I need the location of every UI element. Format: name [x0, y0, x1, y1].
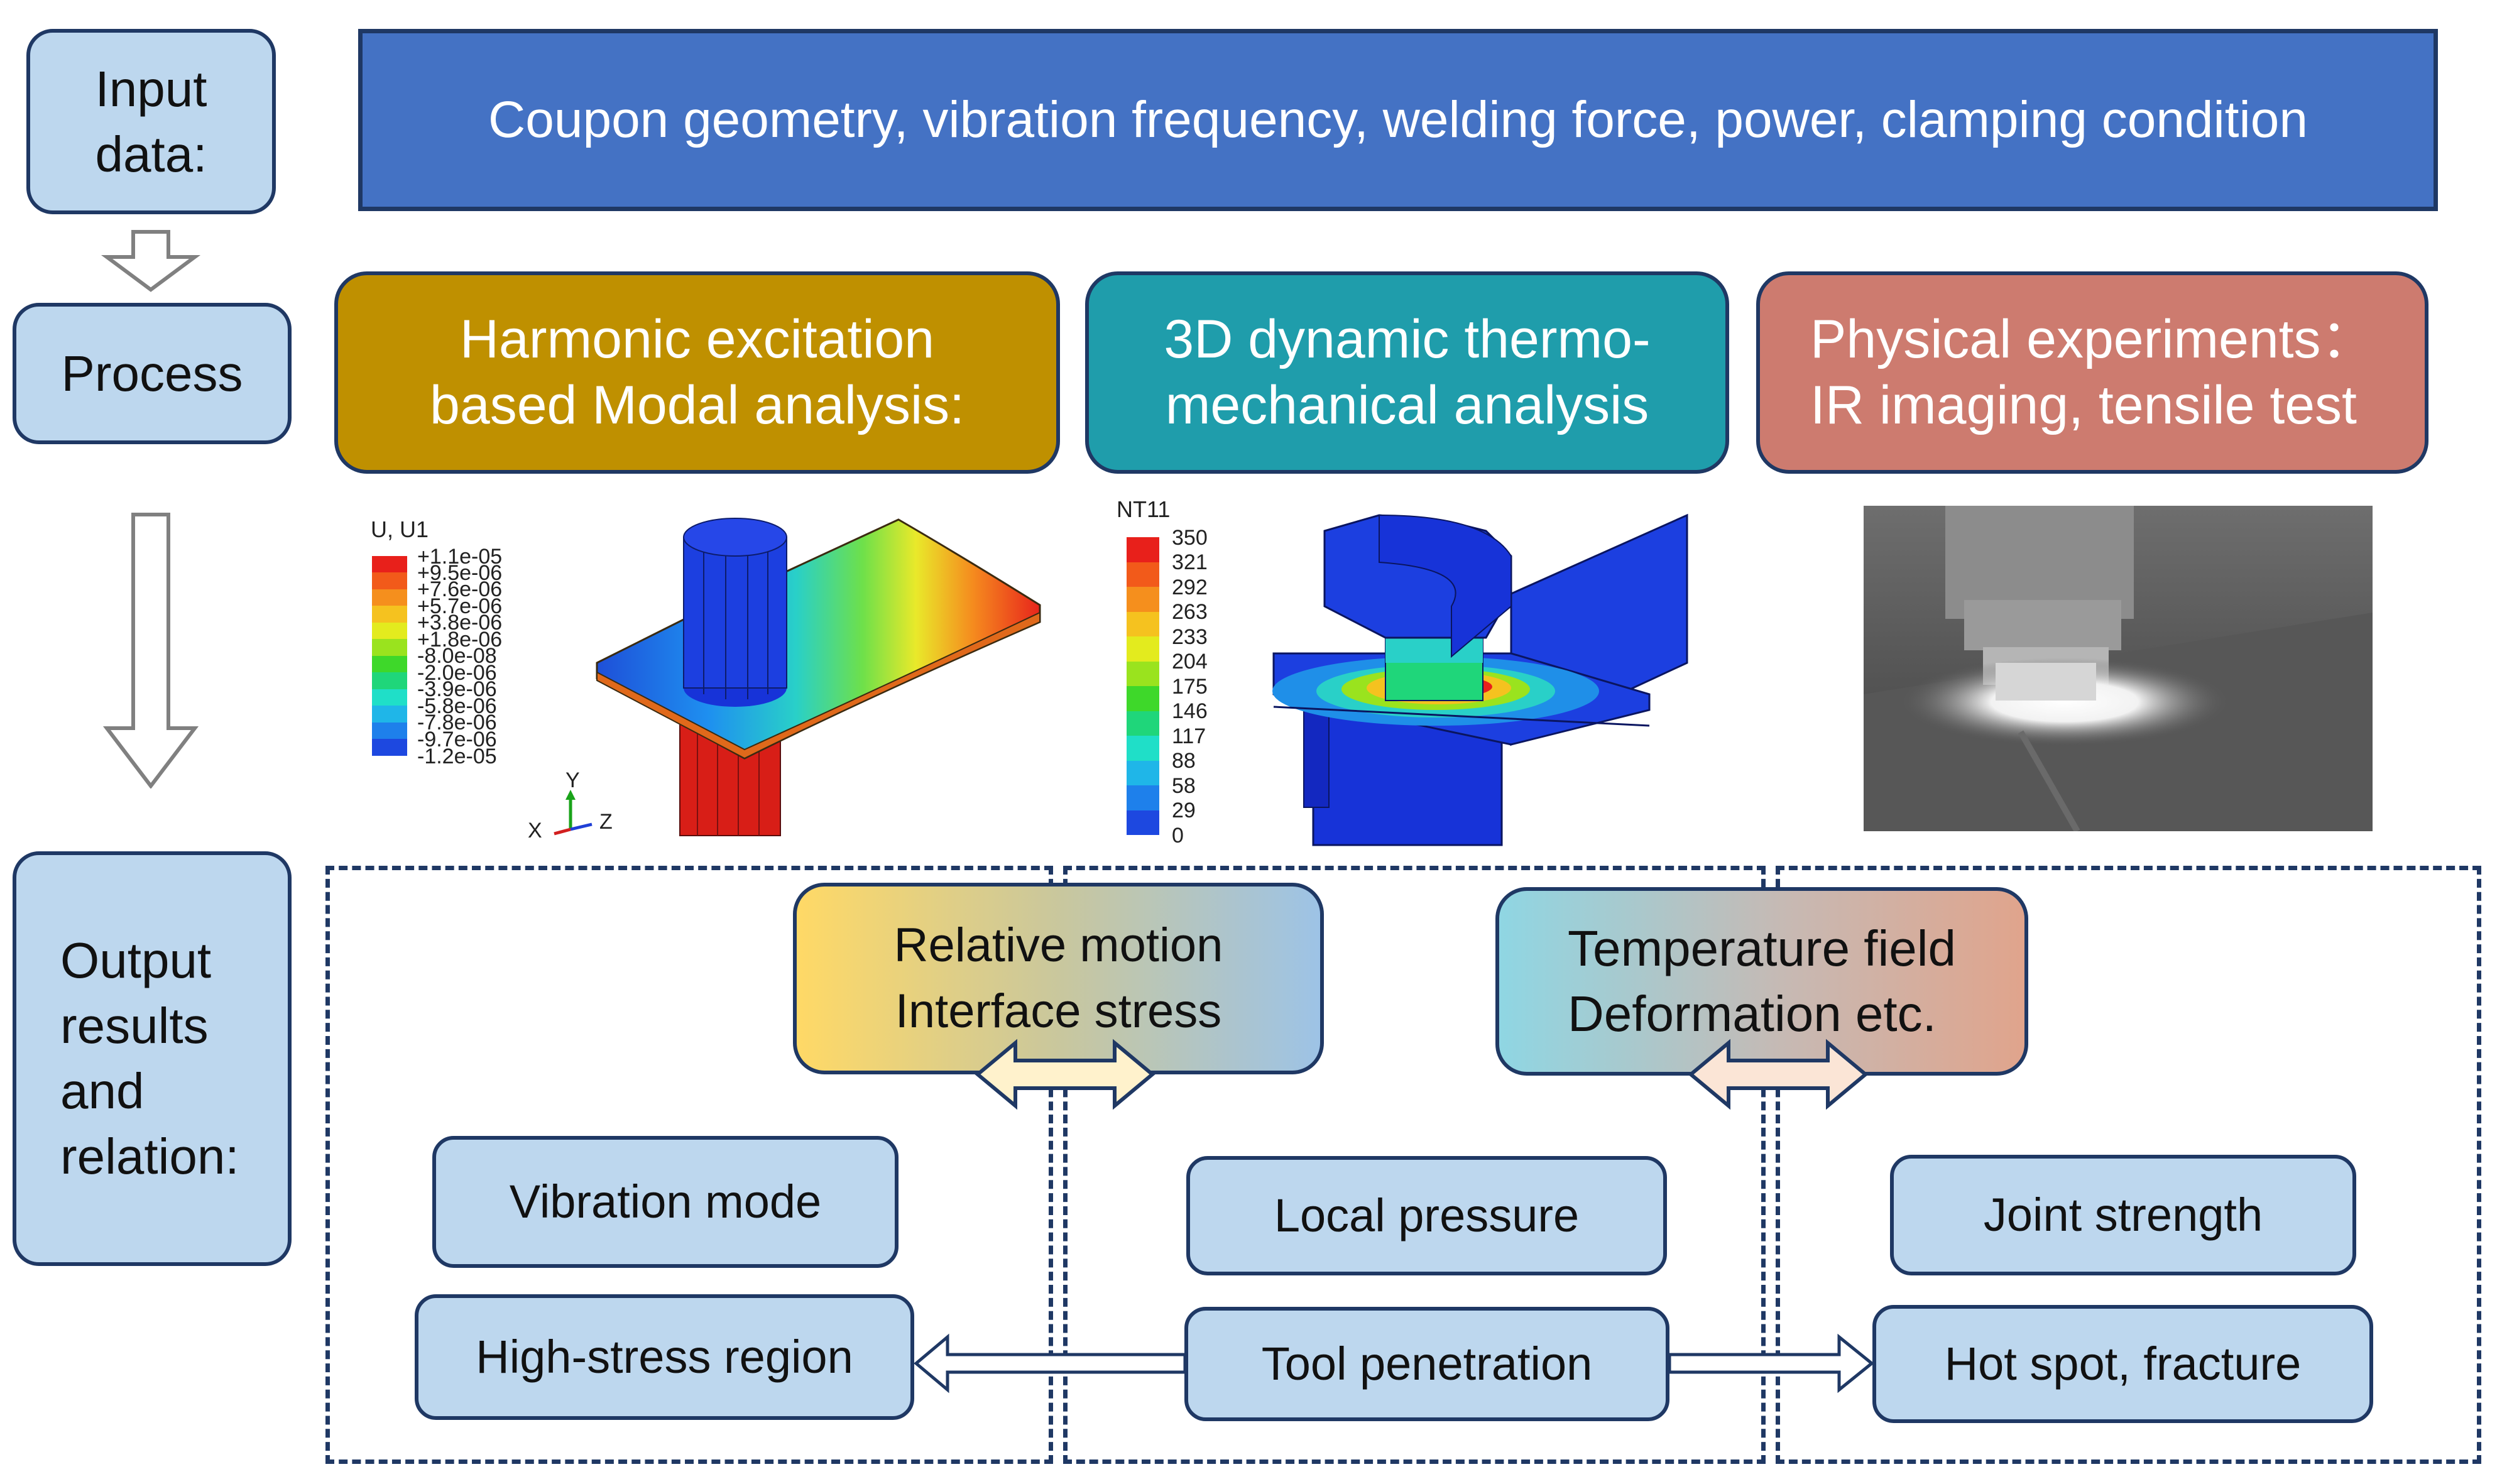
thermal-legend-value: 58 [1172, 774, 1196, 798]
process-label-text: Process [61, 345, 243, 401]
modal-legend-value: -5.8e-06 [417, 694, 497, 718]
modal-legend-value: -7.8e-06 [417, 711, 497, 734]
joint-strength-box: Joint strength [1890, 1155, 2356, 1275]
thermal-legend-value: 175 [1172, 675, 1208, 699]
relative-motion-box: Relative motion Interface stress [793, 883, 1324, 1074]
output-region-middle [1063, 866, 1766, 1464]
joint-strength-text: Joint strength [1983, 1188, 2263, 1241]
modal-legend-value: +1.1e-05 [417, 545, 502, 569]
thermal-legend-value: 263 [1172, 600, 1208, 624]
thermal-legend-value: 350 [1172, 526, 1208, 550]
hot-spot-fracture-text: Hot spot, fracture [1944, 1337, 2302, 1390]
modal-legend-value: +9.5e-06 [417, 561, 502, 585]
tool-to-hot-spot-arrow-icon [1668, 1333, 1874, 1394]
input-data-label: Input data: [26, 29, 276, 214]
modal-upper-cylinder [683, 518, 787, 707]
thermal-legend-value: 204 [1172, 650, 1208, 674]
temperature-field-line1: Temperature field [1567, 920, 1957, 976]
thermal-legend-colorbar [1127, 537, 1159, 835]
input-data-label-text: Input data: [95, 60, 207, 182]
input-banner: Coupon geometry, vibration frequency, we… [358, 29, 2438, 211]
thermal-legend-value: 321 [1172, 550, 1208, 574]
modal-legend-colorbar [372, 556, 407, 756]
thermal-legend-value: 29 [1172, 799, 1196, 822]
tool-penetration-box: Tool penetration [1184, 1307, 1669, 1421]
tool-to-high-stress-arrow-icon [914, 1333, 1187, 1394]
relative-motion-line2: Interface stress [895, 984, 1222, 1038]
process-box-thermo-line1: 3D dynamic thermo- [1164, 309, 1651, 370]
thermal-legend-value: 88 [1172, 749, 1196, 773]
output-region-left [325, 866, 1053, 1464]
relative-motion-line1: Relative motion [893, 918, 1223, 972]
thermal-legend-value: 233 [1172, 625, 1208, 649]
process-box-physical-line1: Physical experiments： [1810, 309, 2375, 370]
thermal-legend-title: NT11 [1117, 496, 1170, 522]
modal-legend-labels: +1.1e-05 +9.5e-06 +7.6e-06 +5.7e-06 +3.8… [417, 545, 502, 768]
vibration-mode-box: Vibration mode [432, 1136, 899, 1268]
axis-z-label: Z [599, 810, 613, 834]
high-stress-region-text: High-stress region [476, 1330, 853, 1383]
modal-legend-value: -2.0e-06 [417, 661, 497, 685]
tool-penetration-text: Tool penetration [1261, 1337, 1593, 1390]
process-label: Process [13, 303, 292, 444]
process-box-physical-experiments: Physical experiments： IR imaging, tensil… [1756, 271, 2428, 474]
axis-y-label: Y [565, 768, 580, 792]
modal-plate [596, 518, 1041, 760]
input-banner-text: Coupon geometry, vibration frequency, we… [488, 91, 2308, 148]
local-pressure-text: Local pressure [1274, 1189, 1580, 1241]
axis-triad-icon: Y X Z [528, 768, 613, 843]
modal-legend-value: -9.7e-06 [417, 728, 497, 751]
modal-analysis-figure: U, U1 +1.1e-05 +9.5e-06 +7.6e-06 +5.7e-0… [371, 516, 1041, 843]
thermal-sonotrode [1323, 514, 1512, 701]
output-region-right [1776, 866, 2481, 1464]
process-box-thermo-line2: mechanical analysis [1165, 375, 1649, 435]
modal-legend-value: +7.6e-06 [417, 577, 502, 601]
vibration-mode-text: Vibration mode [509, 1175, 822, 1228]
output-label-text: Output results and relation: [60, 932, 239, 1184]
modal-legend-value: +5.7e-06 [417, 594, 502, 618]
modal-legend-value: +3.8e-06 [417, 611, 502, 635]
thermal-legend-value: 146 [1172, 699, 1208, 723]
modal-legend-value: +1.8e-06 [417, 628, 502, 652]
thermal-legend-value: 117 [1172, 724, 1206, 748]
thermal-legend-value: 292 [1172, 576, 1208, 599]
thermal-legend-labels: 350 321 292 263 233 204 175 146 117 88 5… [1172, 526, 1208, 848]
process-box-thermo-mechanical: 3D dynamic thermo- mechanical analysis [1085, 271, 1729, 474]
hot-spot-fracture-box: Hot spot, fracture [1872, 1305, 2373, 1423]
modal-legend-value: -1.2e-05 [417, 745, 497, 768]
thermal-legend-value: 0 [1172, 824, 1184, 848]
modal-legend-title: U, U1 [371, 516, 429, 542]
process-box-modal-line2: based Modal analysis: [430, 375, 964, 435]
input-to-process-arrow-icon [101, 230, 201, 292]
ir-imaging-photo [1864, 506, 2373, 831]
process-box-modal-line1: Harmonic excitation [459, 309, 935, 370]
modal-legend-value: -3.9e-06 [417, 677, 497, 701]
relative-motion-double-arrow-icon [975, 1039, 1155, 1110]
process-to-output-arrow-icon [102, 513, 199, 788]
high-stress-region-box: High-stress region [415, 1294, 914, 1420]
temperature-field-double-arrow-icon [1688, 1039, 1869, 1110]
modal-legend-value: -8.0e-08 [417, 644, 497, 668]
process-box-modal-analysis: Harmonic excitation based Modal analysis… [334, 271, 1060, 474]
local-pressure-box: Local pressure [1186, 1156, 1667, 1275]
temperature-field-box: Temperature field Deformation etc. [1495, 887, 2028, 1076]
temperature-field-line2: Deformation etc. [1567, 986, 1937, 1042]
output-label: Output results and relation: [13, 851, 292, 1266]
thermal-analysis-figure: NT11 350 321 292 263 233 204 175 146 117… [1117, 496, 1688, 848]
axis-x-label: X [528, 819, 542, 843]
process-box-physical-line2: IR imaging, tensile test [1810, 375, 2357, 435]
